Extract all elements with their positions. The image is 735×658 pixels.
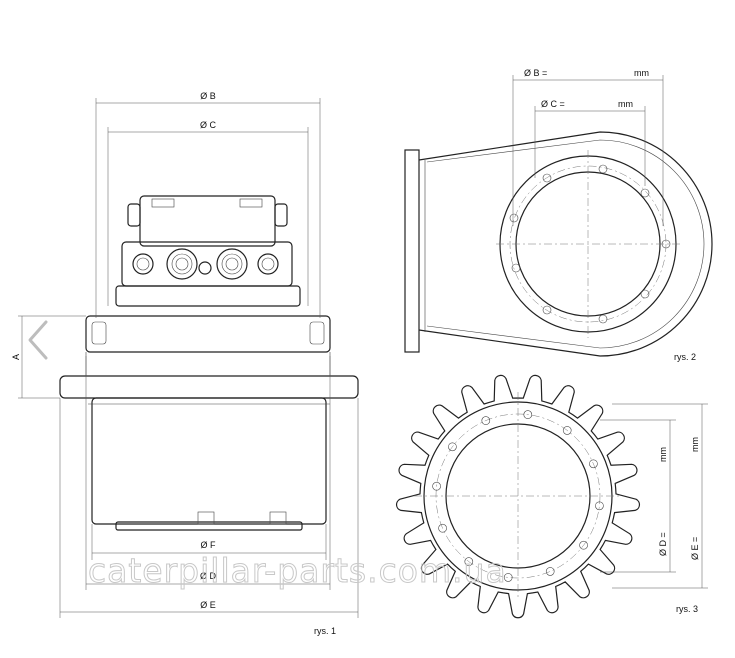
figure-1-caption: rys. 1 [314, 626, 336, 636]
label-dia-d-fig3: Ø D = [658, 532, 668, 556]
label-dia-b-fig2: Ø B = [524, 68, 547, 78]
watermark: caterpillar-parts.com.ua [88, 551, 507, 590]
bolt-hole [562, 426, 572, 435]
bolt-hole [438, 523, 447, 533]
bracket-bolt-holes [509, 164, 671, 324]
figure-3-caption: rys. 3 [676, 604, 698, 614]
bolt-hole [464, 557, 474, 566]
port-fittings [132, 248, 279, 280]
bolt-hole [432, 481, 441, 491]
bolt-hole [579, 540, 588, 550]
label-dim-a: A [11, 354, 21, 360]
label-dia-e-fig1: Ø E [200, 600, 216, 610]
bolt-hole [448, 442, 457, 452]
label-dia-f: Ø F [201, 540, 217, 550]
bolt-hole [481, 416, 491, 425]
label-dia-e-fig3: Ø E = [690, 537, 700, 560]
bolt-hole [503, 573, 513, 582]
bolt-hole [545, 567, 555, 576]
figure-3-sprocket: Ø D = mm Ø E = mm rys. 3 [395, 374, 708, 619]
figure-1-side-view: Ø B Ø C A Ø F Ø D Ø E rys. 1 [11, 91, 359, 636]
label-dia-e-unit: mm [690, 437, 700, 452]
figure-2-caption: rys. 2 [674, 352, 696, 362]
bolt-hole [523, 410, 533, 419]
bolt-hole [595, 501, 604, 511]
label-dia-b-fig1: Ø B [200, 91, 216, 101]
label-dia-d-fig1: Ø D [200, 571, 217, 581]
chevron-left-icon[interactable] [26, 318, 50, 362]
label-dia-c-fig2: Ø C = [541, 99, 565, 109]
dimensions-fig1 [18, 98, 359, 618]
bolt-hole [589, 459, 598, 469]
label-dia-d-unit: mm [658, 447, 668, 462]
figure-2-bracket: Ø B = mm Ø C = mm rys. 2 [404, 68, 713, 362]
label-dia-b-unit: mm [634, 68, 649, 78]
label-dia-c-fig1: Ø C [200, 120, 217, 130]
label-dia-c-unit: mm [618, 99, 633, 109]
sprocket-bolt-holes [432, 410, 604, 582]
